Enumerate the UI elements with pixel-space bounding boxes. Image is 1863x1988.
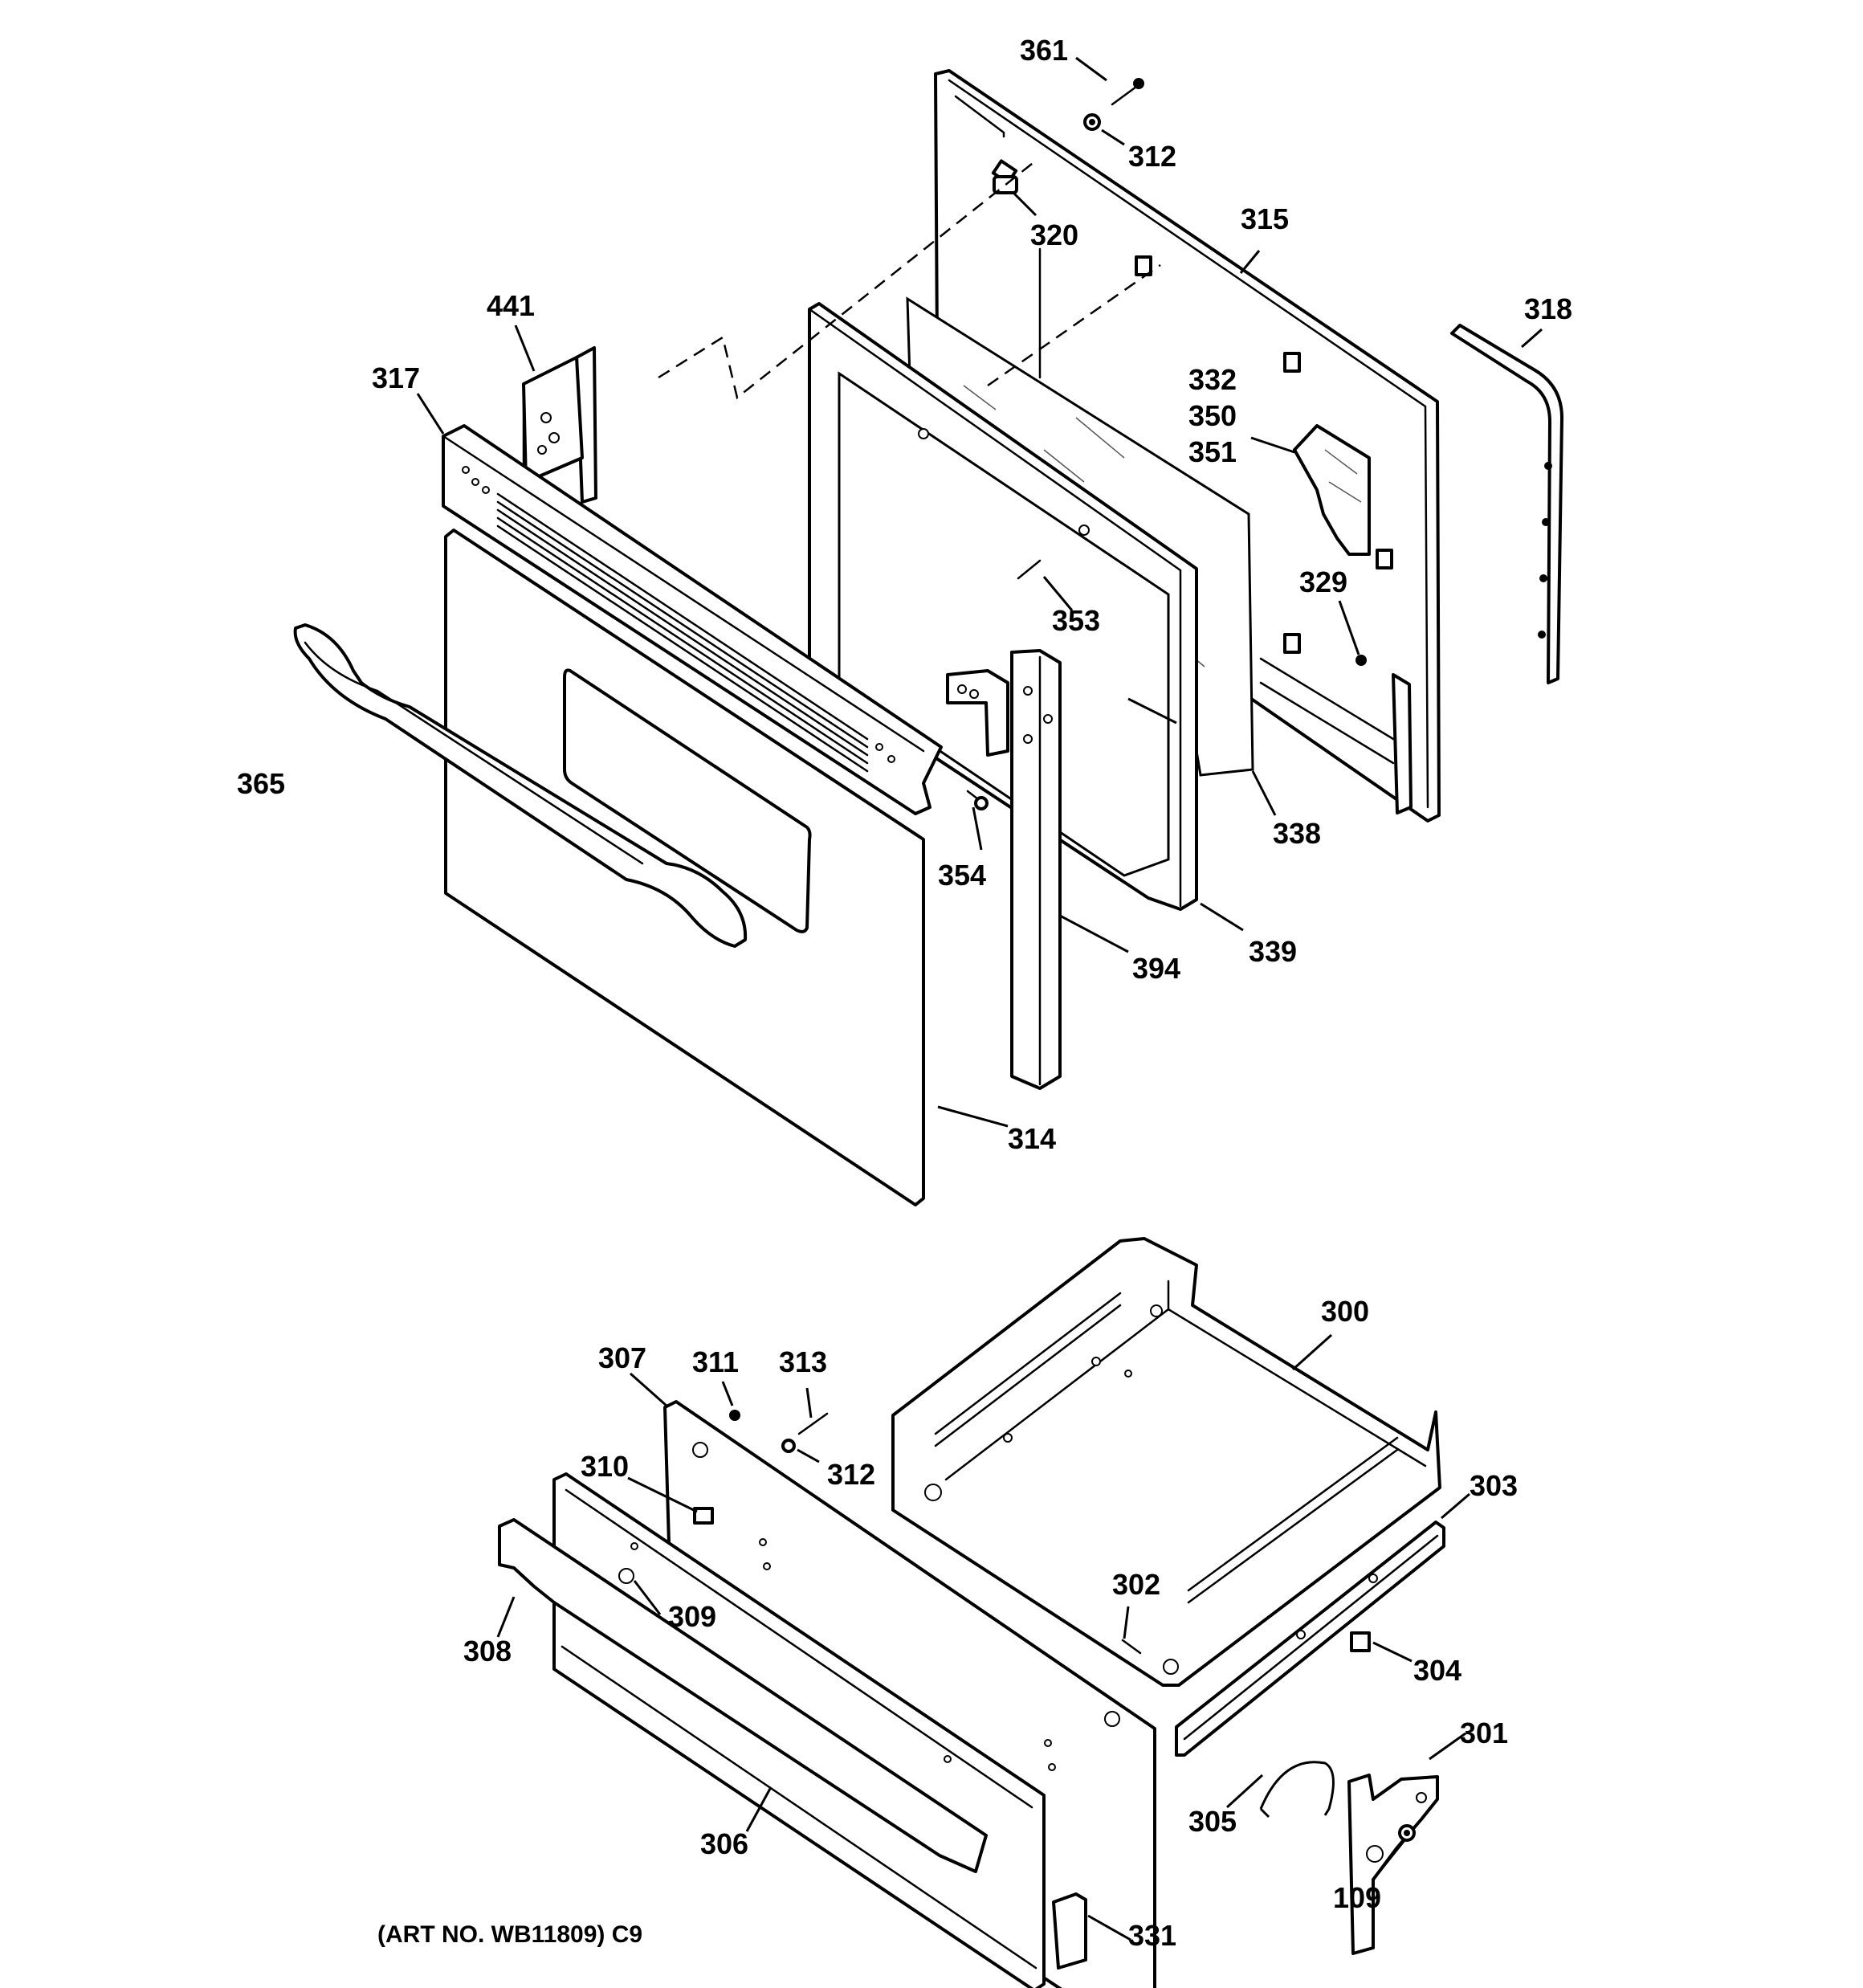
screw-354 [966, 790, 989, 810]
label-306: 306 [700, 1827, 748, 1860]
label-338: 338 [1273, 817, 1321, 850]
drawer-body-300 [891, 1237, 1441, 1687]
art-number: (ART NO. WB11809) C9 [377, 1921, 642, 1948]
screw-353 [1017, 559, 1042, 580]
insulation-350-351 [1293, 424, 1371, 556]
label-313: 313 [779, 1345, 827, 1378]
bumper-304 [1350, 1631, 1371, 1652]
drawer-front-306 [498, 1472, 1046, 1988]
label-307: 307 [598, 1341, 646, 1374]
label-300: 300 [1321, 1295, 1369, 1328]
label-329: 329 [1299, 565, 1347, 598]
label-305: 305 [1188, 1805, 1237, 1838]
label-394: 394 [1132, 952, 1180, 985]
label-361: 361 [1020, 34, 1068, 67]
label-350: 350 [1188, 399, 1237, 432]
label-303: 303 [1470, 1469, 1518, 1502]
label-353: 353 [1052, 604, 1100, 637]
drawer-rail-303 [1175, 1521, 1445, 1757]
door-handle-365 [293, 623, 748, 948]
washer-109 [1398, 1824, 1416, 1842]
label-314: 314 [1008, 1122, 1056, 1155]
washer-312-lower [781, 1439, 796, 1453]
label-311: 311 [692, 1345, 739, 1378]
label-309: 309 [668, 1600, 716, 1633]
label-301: 301 [1460, 1717, 1508, 1749]
label-308: 308 [463, 1635, 512, 1668]
label-332: 332 [1188, 363, 1237, 396]
label-312-lower: 312 [827, 1458, 875, 1491]
hinge-centerline-b [987, 263, 1161, 387]
label-331: 331 [1128, 1919, 1176, 1952]
door-inner-panel-315 [934, 69, 1441, 823]
hinge-plate [946, 669, 1009, 757]
label-312: 312 [1128, 140, 1176, 173]
spring-clip-305 [1259, 1761, 1335, 1819]
label-339: 339 [1249, 935, 1297, 968]
drawer-bracket-301 [1347, 1774, 1439, 1955]
label-320: 320 [1030, 218, 1078, 251]
washer-312-upper [1083, 113, 1101, 131]
hinge-centerline [658, 160, 1037, 400]
screw-329 [1355, 655, 1367, 666]
label-318: 318 [1524, 292, 1572, 325]
nut-311 [729, 1410, 740, 1421]
side-trim-394 [1010, 649, 1062, 1090]
label-304: 304 [1413, 1654, 1461, 1687]
leader-lines [416, 56, 1543, 1941]
label-441: 441 [487, 289, 535, 322]
vent-trim-317 [442, 424, 943, 815]
label-302: 302 [1112, 1568, 1160, 1601]
hinge-bracket-441 [522, 346, 597, 504]
clip-310 [693, 1507, 714, 1525]
bracket-331 [1052, 1892, 1087, 1970]
screw-313 [797, 1412, 829, 1435]
label-315: 315 [1241, 202, 1289, 235]
label-109: 109 [1333, 1881, 1381, 1914]
label-317: 317 [372, 361, 420, 394]
screw-302 [1121, 1639, 1142, 1655]
label-354: 354 [938, 859, 986, 892]
screw-361 [1111, 78, 1144, 106]
door-gasket-318 [1450, 324, 1563, 684]
label-310: 310 [581, 1450, 629, 1483]
label-365: 365 [237, 767, 285, 800]
label-351: 351 [1188, 435, 1237, 468]
